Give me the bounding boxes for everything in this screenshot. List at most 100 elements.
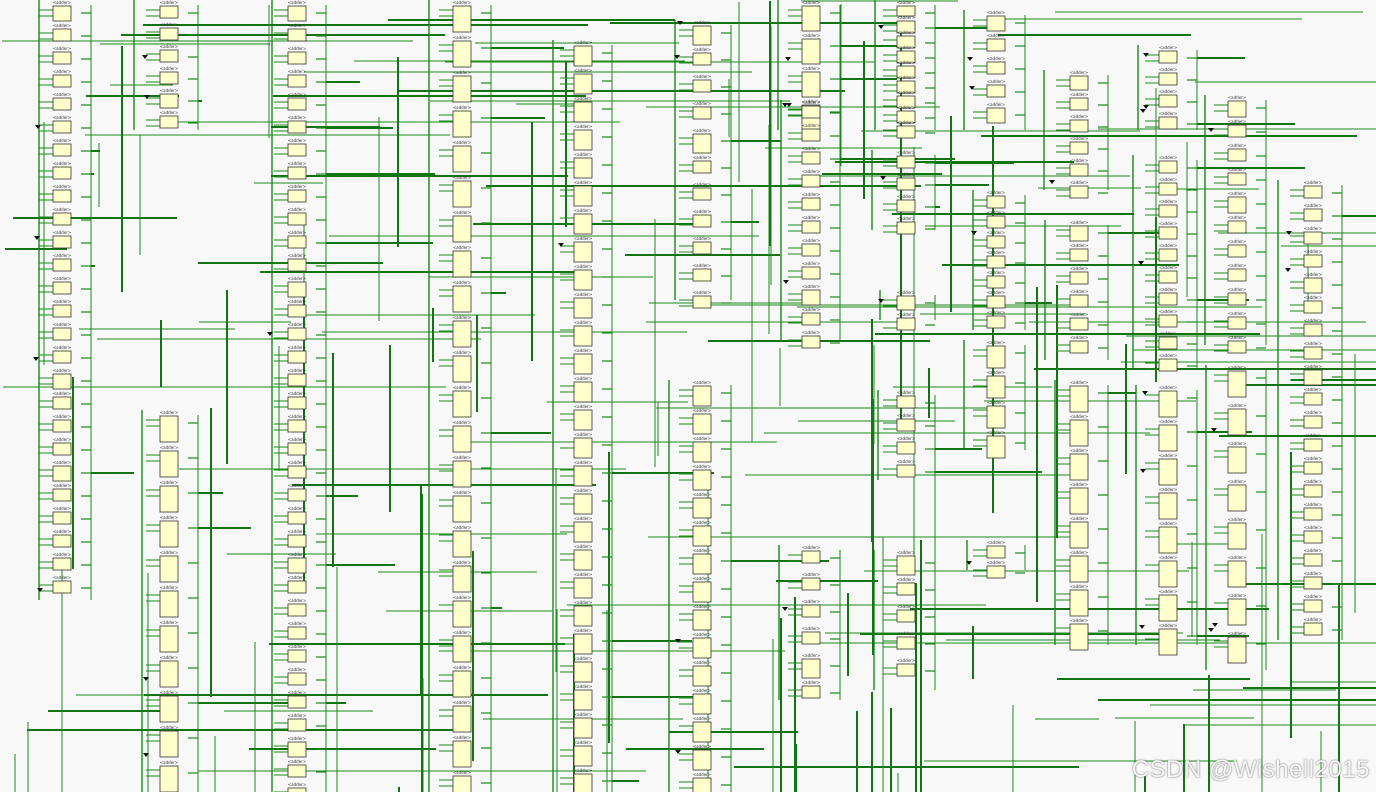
- adder-block[interactable]: <adder>: [801, 123, 821, 142]
- adder-box[interactable]: [452, 250, 472, 278]
- adder-block[interactable]: <adder>: [52, 552, 72, 571]
- adder-block[interactable]: <adder>: [1069, 414, 1089, 447]
- adder-block[interactable]: <adder>: [1303, 364, 1323, 386]
- adder-block[interactable]: <adder>: [896, 172, 916, 191]
- adder-box[interactable]: [287, 718, 307, 732]
- adder-block[interactable]: <adder>: [692, 209, 712, 228]
- adder-block[interactable]: <adder>: [287, 276, 307, 298]
- adder-block[interactable]: <adder>: [52, 345, 72, 364]
- adder-box[interactable]: [159, 485, 179, 513]
- adder-block[interactable]: <adder>: [159, 66, 179, 85]
- adder-box[interactable]: [1303, 622, 1323, 636]
- adder-box[interactable]: [1303, 208, 1323, 222]
- adder-block[interactable]: <adder>: [287, 69, 307, 88]
- adder-block[interactable]: <adder>: [159, 22, 179, 41]
- adder-block[interactable]: <adder>: [692, 464, 712, 491]
- adder-block[interactable]: <adder>: [159, 725, 179, 758]
- adder-box[interactable]: [1303, 530, 1323, 544]
- adder-block[interactable]: <adder>: [896, 459, 916, 478]
- adder-box[interactable]: [1303, 599, 1323, 613]
- adder-box[interactable]: [1158, 50, 1178, 64]
- adder-box[interactable]: [1069, 589, 1089, 617]
- adder-block[interactable]: <adder>: [52, 414, 72, 433]
- adder-block[interactable]: <adder>: [452, 595, 472, 628]
- adder-box[interactable]: [573, 577, 593, 599]
- adder-block[interactable]: <adder>: [1303, 433, 1323, 452]
- adder-box[interactable]: [573, 521, 593, 543]
- adder-block[interactable]: <adder>: [573, 656, 593, 683]
- adder-block[interactable]: <adder>: [1227, 631, 1247, 664]
- adder-block[interactable]: <adder>: [1303, 203, 1323, 222]
- adder-block[interactable]: <adder>: [1227, 287, 1247, 306]
- adder-box[interactable]: [1227, 196, 1247, 214]
- adder-block[interactable]: <adder>: [287, 667, 307, 686]
- adder-box[interactable]: [573, 269, 593, 291]
- adder-box[interactable]: [52, 442, 72, 456]
- adder-box[interactable]: [896, 177, 916, 191]
- adder-box[interactable]: [986, 15, 1006, 32]
- adder-box[interactable]: [1227, 124, 1247, 138]
- adder-block[interactable]: <adder>: [52, 276, 72, 295]
- adder-block[interactable]: <adder>: [159, 550, 179, 583]
- adder-block[interactable]: <adder>: [573, 348, 593, 375]
- adder-box[interactable]: [1227, 484, 1247, 512]
- adder-box[interactable]: [1158, 94, 1178, 108]
- adder-block[interactable]: <adder>: [287, 368, 307, 387]
- adder-box[interactable]: [1158, 492, 1178, 520]
- adder-box[interactable]: [52, 120, 72, 134]
- adder-block[interactable]: <adder>: [1069, 516, 1089, 549]
- adder-box[interactable]: [1069, 453, 1089, 481]
- adder-box[interactable]: [1227, 220, 1247, 234]
- adder-box[interactable]: [452, 670, 472, 698]
- adder-block[interactable]: <adder>: [692, 520, 712, 547]
- adder-box[interactable]: [801, 550, 821, 564]
- adder-box[interactable]: [287, 557, 307, 574]
- adder-box[interactable]: [287, 442, 307, 456]
- adder-box[interactable]: [287, 28, 307, 42]
- adder-box[interactable]: [692, 241, 712, 255]
- adder-block[interactable]: <adder>: [573, 516, 593, 543]
- adder-block[interactable]: <adder>: [801, 169, 821, 188]
- adder-block[interactable]: <adder>: [692, 576, 712, 603]
- adder-block[interactable]: <adder>: [1069, 618, 1089, 651]
- adder-block[interactable]: <adder>: [573, 404, 593, 431]
- adder-block[interactable]: <adder>: [1227, 143, 1247, 162]
- adder-block[interactable]: <adder>: [801, 192, 821, 211]
- adder-box[interactable]: [1158, 358, 1178, 372]
- adder-box[interactable]: [159, 555, 179, 583]
- adder-block[interactable]: <adder>: [1158, 67, 1178, 86]
- adder-block[interactable]: <adder>: [287, 621, 307, 640]
- adder-block[interactable]: <adder>: [692, 492, 712, 519]
- adder-block[interactable]: <adder>: [1227, 167, 1247, 186]
- adder-box[interactable]: [896, 95, 916, 109]
- adder-block[interactable]: <adder>: [452, 630, 472, 663]
- adder-box[interactable]: [692, 413, 712, 435]
- adder-box[interactable]: [287, 396, 307, 410]
- adder-block[interactable]: <adder>: [287, 598, 307, 617]
- adder-box[interactable]: [986, 295, 1006, 309]
- adder-block[interactable]: <adder>: [452, 770, 472, 792]
- adder-box[interactable]: [1303, 323, 1323, 337]
- adder-box[interactable]: [896, 5, 916, 17]
- adder-box[interactable]: [452, 110, 472, 138]
- adder-block[interactable]: <adder>: [801, 653, 821, 679]
- adder-block[interactable]: <adder>: [986, 250, 1006, 269]
- adder-block[interactable]: <adder>: [986, 290, 1006, 309]
- adder-box[interactable]: [287, 120, 307, 134]
- adder-block[interactable]: <adder>: [896, 436, 916, 455]
- adder-box[interactable]: [452, 320, 472, 348]
- adder-block[interactable]: <adder>: [1227, 441, 1247, 474]
- adder-block[interactable]: <adder>: [287, 23, 307, 42]
- adder-block[interactable]: <adder>: [1069, 136, 1089, 155]
- adder-box[interactable]: [1227, 268, 1247, 282]
- adder-box[interactable]: [1303, 254, 1323, 268]
- adder-block[interactable]: <adder>: [692, 548, 712, 575]
- adder-block[interactable]: <adder>: [1227, 95, 1247, 118]
- adder-block[interactable]: <adder>: [452, 70, 472, 103]
- adder-block[interactable]: <adder>: [1303, 548, 1323, 567]
- adder-block[interactable]: <adder>: [159, 760, 179, 792]
- adder-box[interactable]: [52, 143, 72, 157]
- adder-block[interactable]: <adder>: [52, 230, 72, 249]
- adder-block[interactable]: <adder>: [1303, 479, 1323, 498]
